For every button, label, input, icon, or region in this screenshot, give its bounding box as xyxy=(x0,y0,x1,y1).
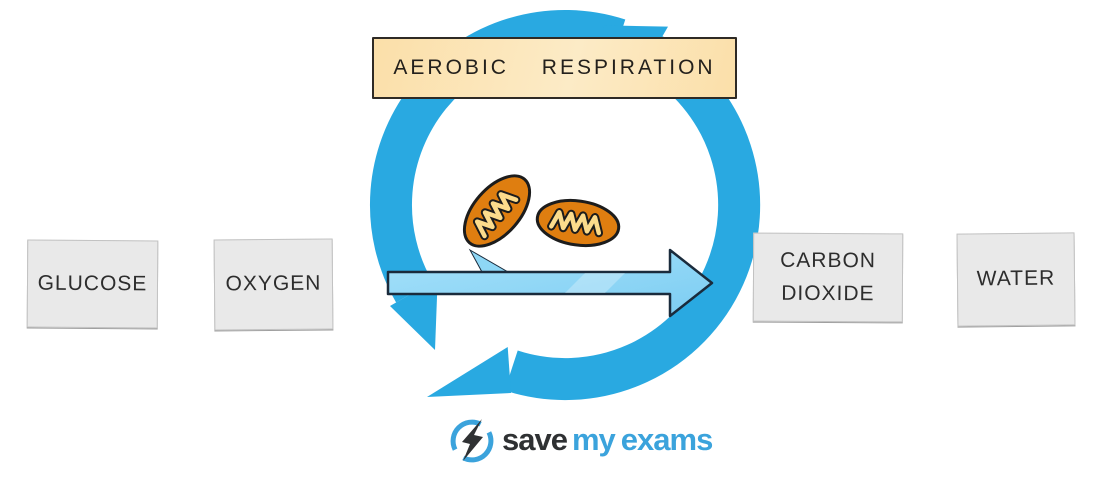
mitochondrion-cristae xyxy=(474,192,519,239)
reaction-arrow-body xyxy=(386,248,714,318)
product-box-water: WATER xyxy=(956,232,1076,327)
mitochondrion-icon xyxy=(535,198,621,248)
reactant-label: OXYGEN xyxy=(225,271,322,296)
lightning-bolt-icon xyxy=(449,417,495,463)
product-label: WATER xyxy=(976,266,1056,291)
reaction-arrow-flick xyxy=(468,248,510,273)
logo-bolt xyxy=(462,419,483,461)
reaction-arrow-highlight xyxy=(565,273,625,293)
logo-word-my: my xyxy=(571,422,616,457)
logo-word-exams: exams xyxy=(620,422,714,457)
title-banner: AEROBIC RESPIRATION xyxy=(372,37,737,99)
brand-logo: save my exams xyxy=(449,416,714,464)
reactant-box-glucose: GLUCOSE xyxy=(26,239,159,329)
reaction-arrow-icon xyxy=(386,248,714,318)
mitochondrion-cristae xyxy=(549,210,602,236)
mitochondria-illustration xyxy=(462,174,621,248)
cycle-arc-right-tail xyxy=(427,347,511,397)
mitochondrion-icon xyxy=(462,174,532,248)
reactant-label: GLUCOSE xyxy=(37,271,148,296)
logo-ring-arc xyxy=(462,431,494,463)
cycle-arc-right xyxy=(504,36,761,401)
title-banner-label: AEROBIC RESPIRATION xyxy=(393,56,716,79)
logo-word-save: save xyxy=(502,422,568,457)
product-label: CARBON DIOXIDE xyxy=(780,248,877,305)
cycle-arc-left-arrowhead xyxy=(390,278,438,350)
product-box-carbon-dioxide: CARBON DIOXIDE xyxy=(752,232,904,323)
reactant-box-oxygen: OXYGEN xyxy=(213,238,334,331)
logo-ring-arc xyxy=(450,419,482,451)
